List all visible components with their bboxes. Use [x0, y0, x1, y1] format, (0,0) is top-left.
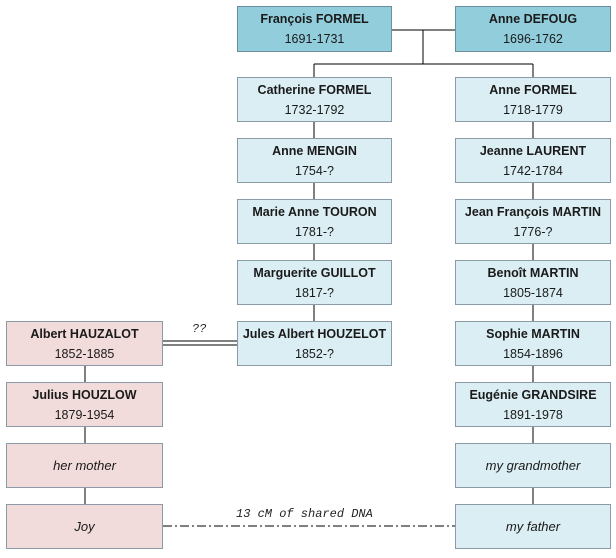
- person-name: Anne FORMEL: [489, 82, 577, 97]
- person-box: Julius HOUZLOW 1879-1954: [6, 382, 163, 427]
- person-dates: 1732-1792: [284, 102, 345, 117]
- person-name: Anne MENGIN: [272, 143, 357, 158]
- person-box: Jeanne LAURENT 1742-1784: [455, 138, 611, 183]
- person-francois-formel: François FORMEL 1691-1731: [237, 6, 392, 52]
- person-box: Jean François MARTIN 1776-?: [455, 199, 611, 244]
- person-name: Eugénie GRANDSIRE: [469, 387, 597, 402]
- person-name: Jeanne LAURENT: [479, 143, 587, 158]
- person-label: Joy: [74, 519, 95, 534]
- person-name: Jules Albert HOUZELOT: [242, 326, 387, 341]
- person-anne-defoug: Anne DEFOUG 1696-1762: [455, 6, 611, 52]
- person-dates: 1691-1731: [284, 32, 345, 46]
- person-name: Catherine FORMEL: [257, 82, 372, 97]
- person-box: Anne FORMEL 1718-1779: [455, 77, 611, 122]
- person-dates: 1696-1762: [503, 32, 563, 46]
- person-name: Jean François MARTIN: [464, 204, 602, 219]
- my-father-box: my father: [455, 504, 611, 549]
- shared-dna-note: 13 cM of shared DNA: [236, 507, 373, 521]
- person-label: my father: [505, 519, 561, 534]
- person-name: Anne DEFOUG: [488, 12, 578, 26]
- person-box: Albert HAUZALOT 1852-1885: [6, 321, 163, 366]
- joy-box: Joy: [6, 504, 163, 549]
- person-label: her mother: [53, 458, 116, 473]
- person-dates: 1776-?: [513, 224, 553, 239]
- her-mother-box: her mother: [6, 443, 163, 488]
- person-box: Benoît MARTIN 1805-1874: [455, 260, 611, 305]
- person-box: Anne MENGIN 1754-?: [237, 138, 392, 183]
- person-dates: 1817-?: [295, 285, 334, 300]
- person-dates: 1805-1874: [503, 285, 563, 300]
- person-dates: 1742-1784: [503, 163, 563, 178]
- person-box: Sophie MARTIN 1854-1896: [455, 321, 611, 366]
- person-box: Eugénie GRANDSIRE 1891-1978: [455, 382, 611, 427]
- person-dates: 1891-1978: [503, 407, 563, 422]
- person-name: Albert HAUZALOT: [30, 326, 139, 341]
- person-box: Marguerite GUILLOT 1817-?: [237, 260, 392, 305]
- person-box: Jules Albert HOUZELOT 1852-?: [237, 321, 392, 366]
- person-dates: 1854-1896: [503, 346, 563, 361]
- person-dates: 1879-1954: [54, 407, 115, 422]
- person-dates: 1718-1779: [503, 102, 563, 117]
- person-name: Marguerite GUILLOT: [253, 265, 376, 280]
- person-dates: 1852-1885: [54, 346, 115, 361]
- person-name: Sophie MARTIN: [486, 326, 580, 341]
- person-dates: 1781-?: [295, 224, 334, 239]
- person-name: François FORMEL: [260, 12, 369, 26]
- my-grandmother-box: my grandmother: [455, 443, 611, 488]
- person-box: Catherine FORMEL 1732-1792: [237, 77, 392, 122]
- person-label: my grandmother: [485, 458, 581, 473]
- person-dates: 1852-?: [295, 346, 334, 361]
- person-name: Julius HOUZLOW: [32, 387, 137, 402]
- person-name: Marie Anne TOURON: [252, 204, 377, 219]
- uncertain-link-note: ??: [192, 322, 207, 336]
- person-name: Benoît MARTIN: [487, 265, 579, 280]
- person-dates: 1754-?: [295, 163, 334, 178]
- person-box: Marie Anne TOURON 1781-?: [237, 199, 392, 244]
